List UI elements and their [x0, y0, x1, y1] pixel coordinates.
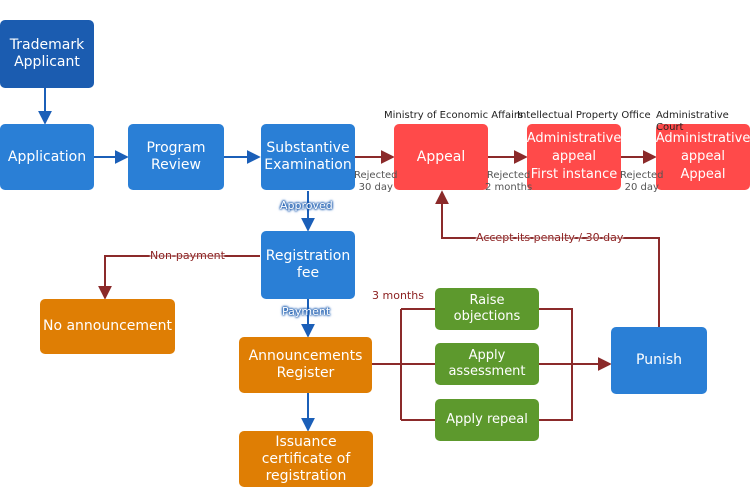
node-apply-repeal: Apply repeal — [435, 399, 539, 441]
label-accept-penalty-30-day: Accept its penalty / 30 day — [476, 231, 624, 244]
node-application: Application — [0, 124, 94, 190]
label-rejected-30-day: Rejected 30 day — [354, 170, 398, 193]
node-no-announcement: No announcement — [40, 299, 175, 354]
node-substantive-examination: Substantive Examination — [261, 124, 355, 190]
arrow-actions-to-punish — [539, 308, 609, 421]
node-punish: Punish — [611, 327, 707, 394]
node-apply-assessment: Apply assessment — [435, 343, 539, 385]
label-ministry-of-economic-affairs: Ministry of Economic Affairs — [384, 110, 524, 121]
label-rejected-2-months: Rejected 2 months — [485, 170, 533, 193]
node-announcements-register: Announcements Register — [239, 337, 372, 393]
label-payment: Payment — [282, 305, 331, 318]
node-administrative-appeal-first-instance: Administrative appeal First instance — [527, 124, 621, 190]
node-administrative-appeal-appeal: Administrative appeal Appeal — [656, 124, 750, 190]
label-rejected-20-day: Rejected 20 day — [620, 170, 664, 193]
node-appeal: Appeal — [394, 124, 488, 190]
arrow-fee-to-no-announcement — [98, 255, 260, 300]
label-administrative-court: Administrative Court — [656, 110, 729, 133]
node-issuance-certificate: Issuance certificate of registration — [239, 431, 373, 487]
node-trademark-applicant: Trademark Applicant — [0, 20, 94, 88]
connector-announcements-bracket — [372, 308, 435, 421]
label-3-months: 3 months — [372, 289, 424, 302]
arrow-punish-to-appeal — [435, 190, 660, 327]
node-registration-fee: Registration fee — [261, 231, 355, 299]
label-non-payment: Non-payment — [150, 249, 225, 262]
label-approved: Approved — [280, 199, 333, 212]
node-raise-objections: Raise objections — [435, 288, 539, 330]
node-program-review: Program Review — [128, 124, 224, 190]
label-intellectual-property-office: Intellectual Property Office — [517, 110, 651, 121]
